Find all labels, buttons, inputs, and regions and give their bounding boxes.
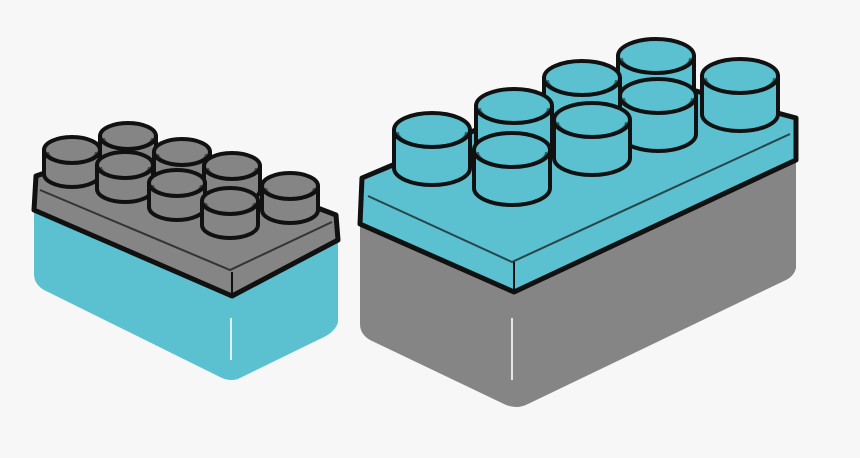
- large-block-base: [360, 158, 796, 407]
- small-stud-4: [42, 135, 102, 189]
- large-stud-5: [618, 77, 698, 153]
- large-stud-7: [552, 101, 632, 177]
- large-stud-6: [392, 111, 472, 187]
- small-stud-7: [260, 171, 320, 225]
- small-block-base: [34, 205, 338, 380]
- small-block: [31, 121, 341, 380]
- large-stud-3: [700, 57, 780, 133]
- large-block: [357, 37, 799, 407]
- large-stud-8: [472, 131, 552, 207]
- small-stud-5: [95, 150, 155, 204]
- small-stud-6: [147, 168, 207, 222]
- small-stud-8: [200, 186, 260, 240]
